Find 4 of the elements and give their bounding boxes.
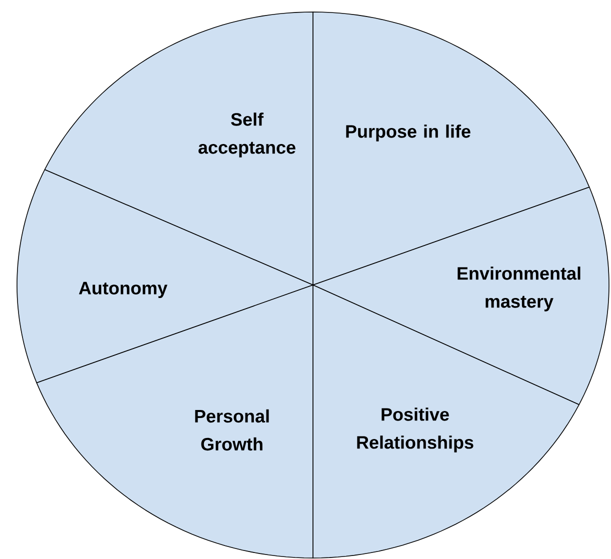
- node-label: Personal Growth: [195, 409, 269, 451]
- pie-segment: Autonomy: [16, 169, 314, 384]
- node-label: Positive Relationships: [357, 408, 474, 452]
- pie-segment: Environmental mastery: [312, 186, 610, 406]
